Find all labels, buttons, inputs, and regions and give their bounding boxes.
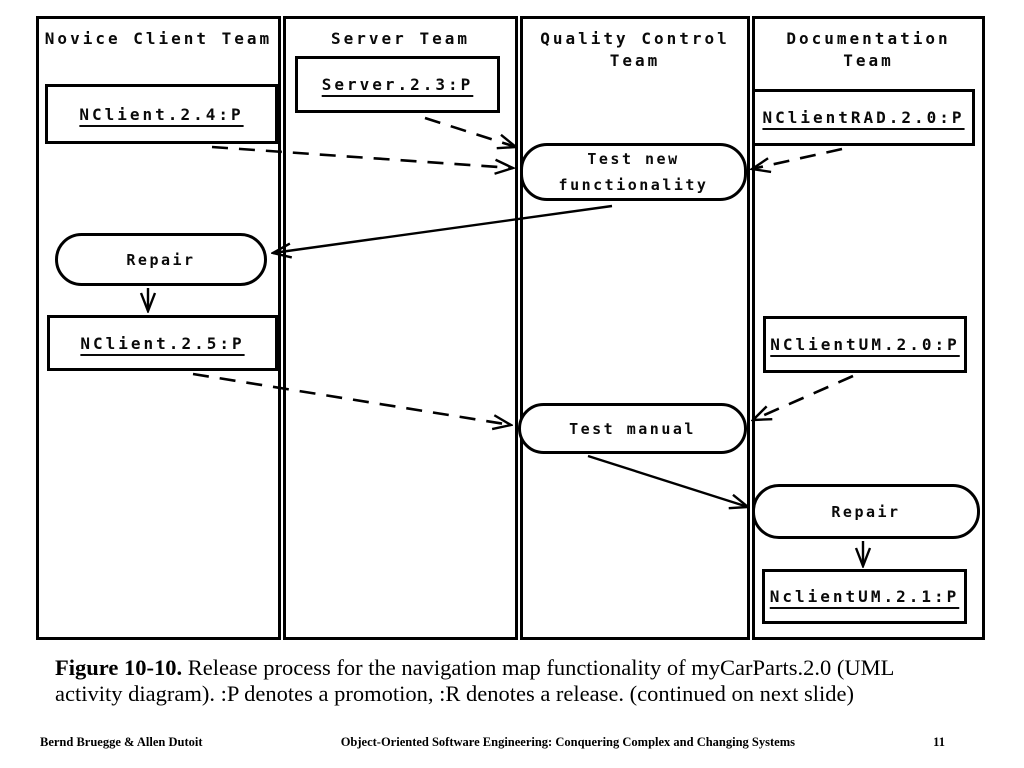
uml-activity-diagram: Novice Client Team Server Team Quality C…: [36, 16, 985, 640]
artifact-nclientrad-2-0: NClientRAD.2.0:P: [752, 89, 975, 146]
artifact-nclientum-2-0-label: NClientUM.2.0:P: [770, 335, 960, 354]
figure-caption: Figure 10-10. Release process for the na…: [55, 655, 937, 708]
artifact-nclient-2-4: NClient.2.4:P: [45, 84, 278, 144]
footer-page-number: 11: [933, 735, 945, 749]
artifact-nclient-2-4-label: NClient.2.4:P: [79, 104, 244, 124]
slide-footer: Bernd Bruegge & Allen Dutoit Object-Orie…: [40, 735, 945, 750]
artifact-server-2-3: Server.2.3:P: [295, 56, 500, 113]
lane-title-server-team: Server Team: [331, 29, 470, 48]
lane-title-documentation-team: Documentation Team: [786, 29, 951, 70]
artifact-server-2-3-label: Server.2.3:P: [321, 75, 474, 94]
artifact-nclientum-2-0: NClientUM.2.0:P: [763, 316, 967, 373]
lane-title-novice-client-team: Novice Client Team: [44, 29, 273, 48]
artifact-nclientum-2-1-label: NclientUM.2.1:P: [769, 587, 960, 606]
artifact-nclient-2-5: NClient.2.5:P: [47, 315, 278, 371]
activity-test-new-functionality: Test new functionality: [520, 143, 747, 201]
activity-test-manual: Test manual: [518, 403, 747, 454]
artifact-nclientum-2-1: NclientUM.2.1:P: [762, 569, 967, 624]
figure-caption-text: Release process for the navigation map f…: [55, 655, 894, 707]
figure-caption-label: Figure 10-10.: [55, 655, 183, 680]
lane-title-quality-control-team: Quality Control Team: [540, 29, 730, 70]
lane-quality-control-team: [520, 16, 750, 640]
artifact-nclientrad-2-0-label: NClientRAD.2.0:P: [762, 108, 965, 127]
footer-authors: Bernd Bruegge & Allen Dutoit: [40, 735, 203, 749]
activity-repair-client: Repair: [55, 233, 267, 286]
activity-repair-doc: Repair: [752, 484, 980, 539]
footer-book-title: Object-Oriented Software Engineering: Co…: [340, 735, 795, 749]
artifact-nclient-2-5-label: NClient.2.5:P: [80, 333, 245, 353]
